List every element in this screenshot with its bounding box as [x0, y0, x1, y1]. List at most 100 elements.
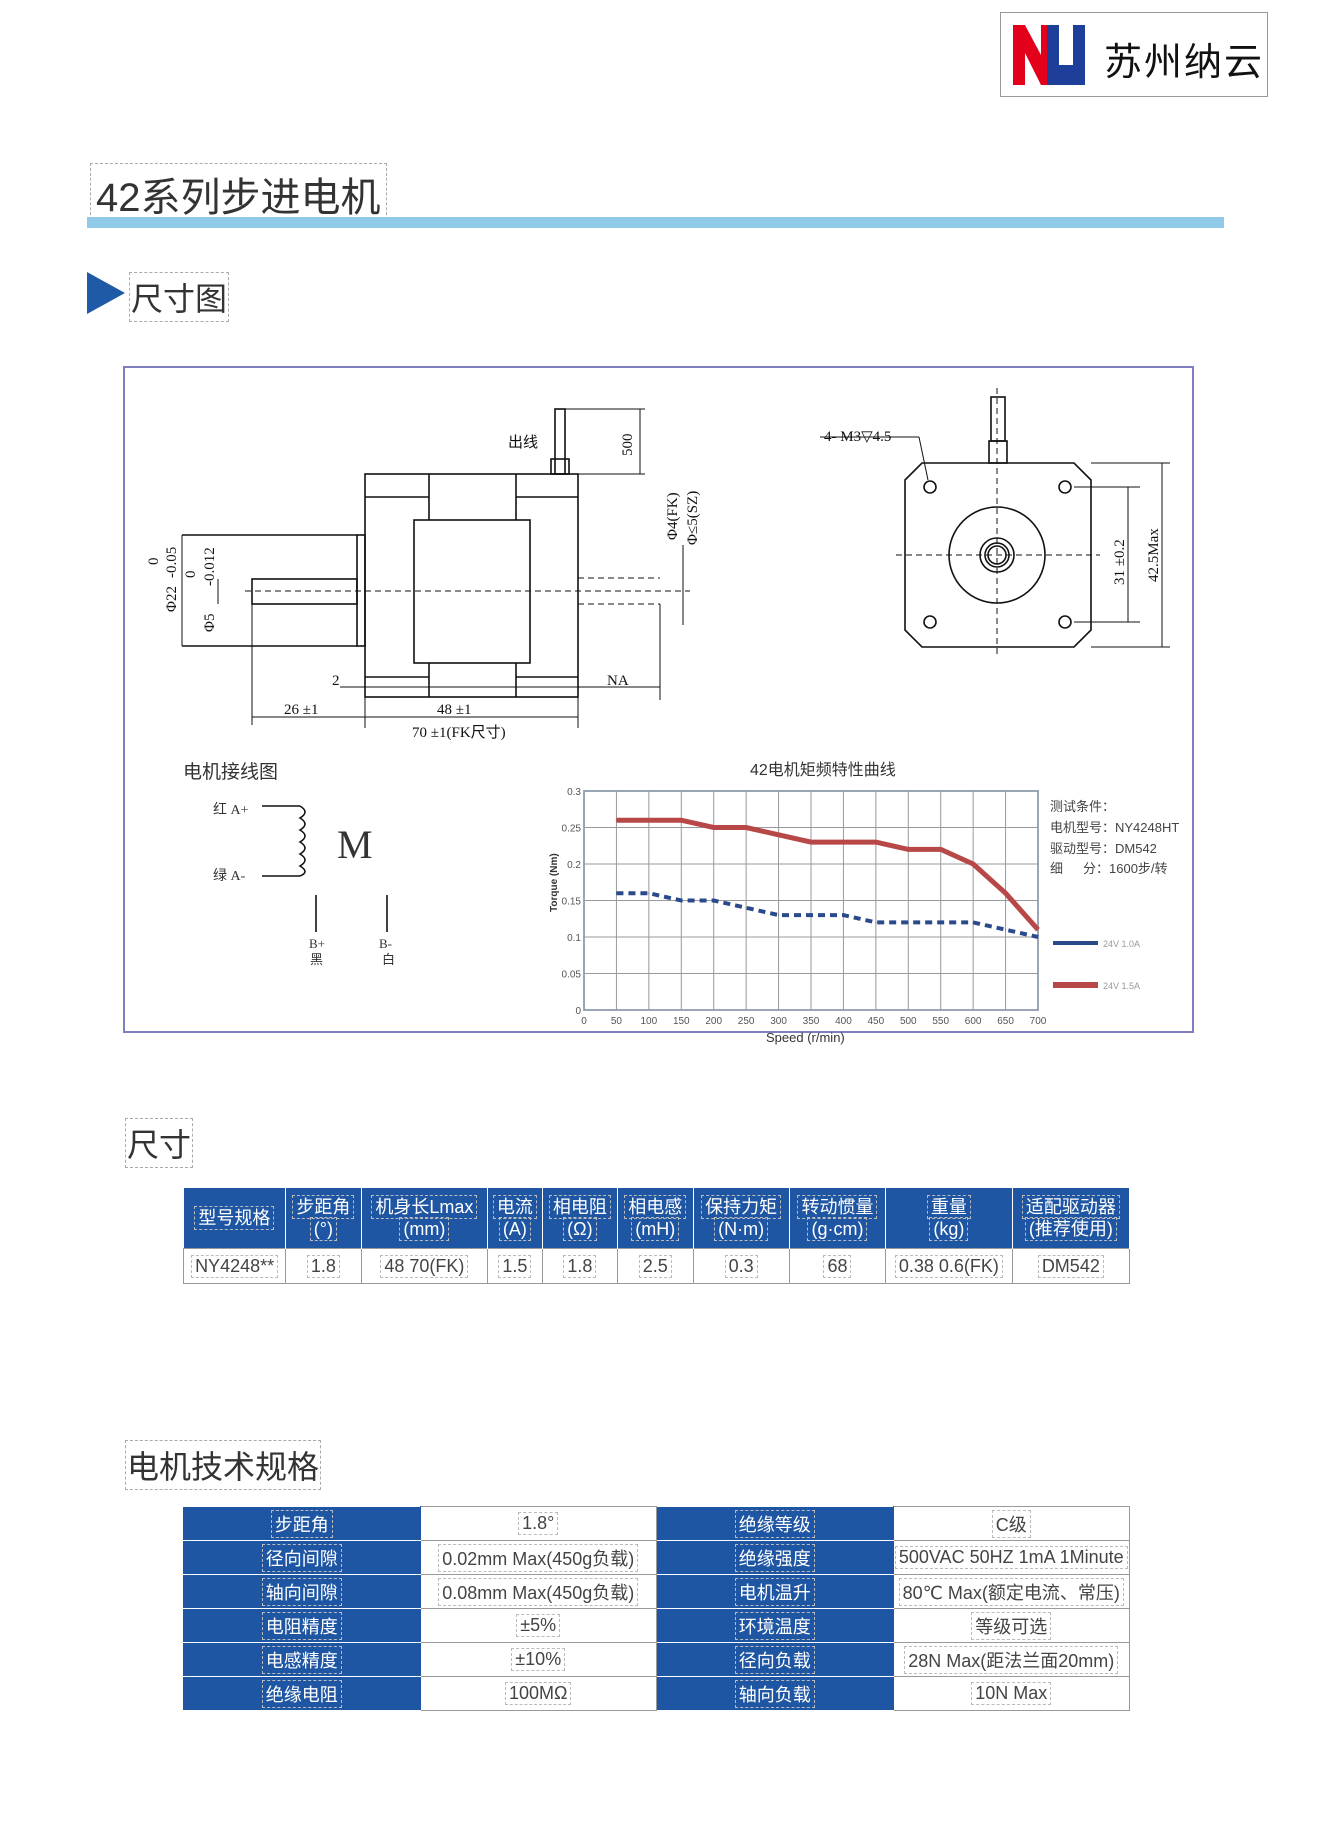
data-point — [842, 914, 844, 916]
y-tick-label: 0.3 — [567, 787, 581, 798]
size-table-header: 型号规格步距角(°)机身长Lmax(mm)电流(A)相电阻(Ω)相电感(mH)保… — [183, 1188, 1131, 1249]
company-name: 苏州纳云 — [1104, 40, 1265, 84]
y-tick-label: 0.05 — [562, 970, 582, 981]
x-tick-label: 350 — [803, 1016, 820, 1027]
table-cell: 48 70(FK) — [360, 1248, 489, 1284]
spec-value: 0.08mm Max(450g负载) — [419, 1574, 657, 1609]
spec-label: 电感精度 — [183, 1642, 421, 1677]
chart-title: 42电机矩频特性曲线 — [750, 761, 896, 779]
x-axis-label: Speed (r/min) — [766, 1030, 845, 1045]
motor-symbol: M — [337, 822, 373, 867]
data-point — [1037, 929, 1039, 931]
data-point — [680, 900, 682, 901]
wiring-diagram — [262, 805, 388, 932]
table-cell: NY4248** — [182, 1248, 287, 1284]
wire-b-minus: B- — [379, 936, 392, 951]
x-tick-label: 300 — [770, 1016, 787, 1027]
x-tick-label: 450 — [868, 1016, 885, 1027]
dim-48-label: 48 ±1 — [437, 702, 471, 718]
data-point — [713, 827, 715, 828]
spec-value: 0.02mm Max(450g负载) — [419, 1540, 657, 1575]
table-cell: 2.5 — [617, 1248, 694, 1284]
x-tick-label: 650 — [997, 1016, 1014, 1027]
wire-b-minus-color: 白 — [382, 952, 395, 967]
data-point — [1005, 892, 1007, 894]
rear-shaft-fk-label: Φ4(FK) — [665, 492, 681, 540]
dim-2-label: 2 — [332, 673, 340, 689]
column-header: 步距角(°) — [285, 1188, 362, 1249]
y-tick-label: 0.2 — [567, 860, 581, 871]
x-tick-label: 600 — [965, 1016, 982, 1027]
spec-value: 等级可选 — [892, 1608, 1130, 1643]
test-cond-title: 测试条件： — [1050, 799, 1115, 814]
x-tick-label: 0 — [581, 1016, 587, 1027]
section-heading-size: 尺寸 — [124, 1118, 194, 1168]
data-point — [778, 914, 780, 916]
lead-length-label: 500 — [620, 434, 636, 457]
series-line-1 — [616, 817, 1040, 932]
table-cell: 0.3 — [692, 1248, 790, 1284]
data-point — [713, 900, 715, 901]
data-point — [648, 892, 650, 894]
data-point — [1037, 936, 1039, 938]
data-point — [875, 921, 877, 923]
spec-value: 10N Max — [892, 1676, 1130, 1711]
data-point — [778, 834, 780, 836]
column-header: 型号规格 — [183, 1188, 287, 1249]
test-cond-driver: 驱动型号：DM542 — [1050, 841, 1157, 856]
data-point — [680, 819, 682, 821]
size-table: 型号规格步距角(°)机身长Lmax(mm)电流(A)相电阻(Ω)相电感(mH)保… — [182, 1188, 1131, 1284]
spec-label: 绝缘电阻 — [183, 1676, 421, 1711]
x-tick-label: 550 — [932, 1016, 949, 1027]
x-tick-label: 50 — [611, 1016, 623, 1027]
data-point — [810, 914, 812, 916]
data-point — [745, 827, 747, 828]
boss-dia: Φ22 — [164, 586, 180, 612]
wiring-title: 电机接线图 — [183, 761, 278, 783]
rear-shaft-sz-label: Φ≤5(SZ) — [685, 491, 701, 545]
data-point — [648, 819, 650, 821]
test-cond-micro-a: 细 — [1050, 861, 1063, 876]
table-cell: 1.5 — [487, 1248, 543, 1284]
data-point — [745, 907, 747, 909]
spec-label: 电阻精度 — [183, 1608, 421, 1643]
lead-out-label: 出线 — [508, 434, 538, 451]
section-heading: 尺寸图 — [128, 272, 230, 322]
y-tick-label: 0.1 — [567, 933, 581, 944]
spec-label: 绝缘等级 — [656, 1506, 894, 1541]
spec-label: 绝缘强度 — [656, 1540, 894, 1575]
motor-front-view — [820, 388, 1170, 655]
series-line-0 — [616, 891, 1039, 939]
data-point — [940, 921, 942, 923]
column-header: 相电感(mH) — [617, 1188, 694, 1249]
y-tick-label: 0.15 — [562, 897, 582, 908]
boss-tol-upper: 0 — [146, 558, 162, 566]
boss-tol-lower: -0.05 — [164, 547, 180, 578]
data-point — [972, 921, 974, 923]
data-point — [615, 892, 617, 894]
spec-label: 轴向间隙 — [183, 1574, 421, 1609]
data-point — [875, 841, 877, 843]
column-header: 重量(kg) — [885, 1188, 1013, 1249]
y-tick-label: 0 — [575, 1006, 581, 1017]
wire-a-minus: 绿 A- — [213, 868, 246, 884]
x-tick-label: 150 — [673, 1016, 690, 1027]
legend-label: 24V 1.0A — [1103, 939, 1140, 949]
table-cell: 0.38 0.6(FK) — [885, 1248, 1013, 1284]
table-cell: 1.8 — [285, 1248, 362, 1284]
column-header: 转动惯量(g·cm) — [789, 1188, 887, 1249]
spec-label: 电机温升 — [656, 1574, 894, 1609]
drawing-frame — [123, 366, 1194, 1033]
holes-label: 4- M3▽4.5 — [824, 429, 891, 445]
y-tick-label: 0.25 — [562, 824, 582, 835]
x-tick-label: 700 — [1030, 1016, 1047, 1027]
shaft-tol-upper: 0 — [183, 571, 199, 579]
section-heading-spec: 电机技术规格 — [124, 1440, 322, 1490]
